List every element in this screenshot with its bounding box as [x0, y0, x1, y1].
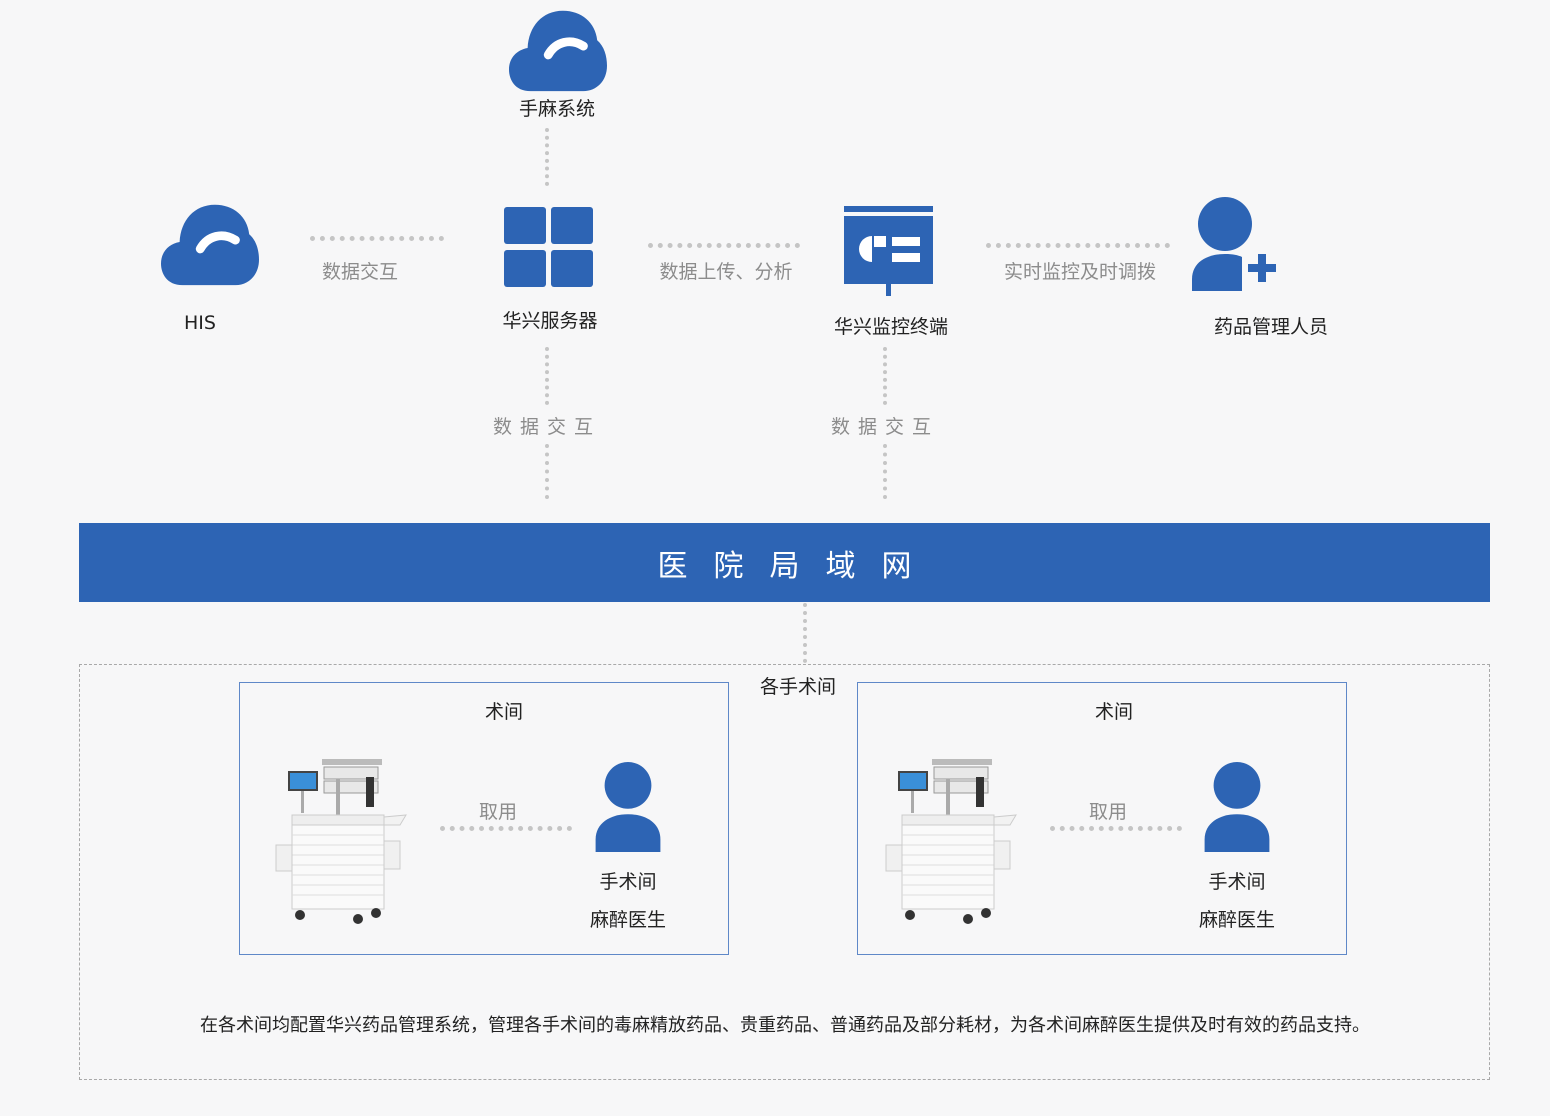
doctor-icon: [592, 761, 664, 853]
hospital-lan-bar: 医院局域网: [79, 523, 1490, 602]
link-label: 取用: [1088, 801, 1127, 823]
user-add-icon: [1192, 197, 1276, 291]
description-text: 在各术间均配置华兴药品管理系统，管理各手术间的毒麻精放药品、贵重药品、普通药品及…: [200, 1015, 1370, 1036]
cloud-icon: [161, 202, 259, 286]
operating-room-box: [857, 682, 1347, 955]
dashed-connector: [1050, 826, 1182, 831]
operating-rooms-title: 各手术间: [738, 672, 858, 699]
his-label: HIS: [184, 312, 216, 334]
doctor-line1: 手术间: [1208, 871, 1266, 893]
lan-label: 医院局域网: [657, 548, 938, 584]
dashed-connector: [883, 347, 887, 405]
server-label: 华兴服务器: [502, 310, 598, 332]
dashed-connector: [310, 236, 444, 241]
doctor-line2: 麻醉医生: [1198, 909, 1275, 931]
link-label: 实时监控及时调拨: [1003, 261, 1156, 283]
monitor-label: 华兴监控终端: [833, 316, 948, 338]
link-label: 数据交互: [830, 416, 939, 438]
dashed-connector: [883, 444, 887, 499]
server-icon: [504, 207, 593, 287]
cloud-icon: [509, 8, 607, 92]
medicine-cart-image: [274, 757, 414, 927]
link-label: 取用: [478, 801, 517, 823]
dashed-connector: [545, 444, 549, 499]
operating-room-box: [239, 682, 729, 955]
doctor-line1: 手术间: [599, 871, 657, 893]
room-title: 术间: [484, 701, 523, 723]
room-title: 术间: [1094, 701, 1133, 723]
dashed-connector: [986, 243, 1170, 248]
dashed-connector: [648, 243, 800, 248]
link-label: 数据上传、分析: [659, 261, 793, 283]
link-label: 数据交互: [321, 261, 398, 283]
dashed-connector: [545, 128, 549, 186]
monitor-icon: [844, 206, 933, 296]
link-label: 数据交互: [492, 416, 601, 438]
drug-admin-label: 药品管理人员: [1213, 316, 1328, 338]
doctor-line2: 麻醉医生: [589, 909, 666, 931]
doctor-icon: [1201, 761, 1273, 853]
anesthesia-system-label: 手麻系统: [518, 98, 595, 120]
operating-rooms-area: [79, 664, 1490, 1080]
dashed-connector: [545, 347, 549, 405]
dashed-connector: [440, 826, 572, 831]
dashed-connector: [803, 603, 807, 663]
medicine-cart-image: [884, 757, 1024, 927]
